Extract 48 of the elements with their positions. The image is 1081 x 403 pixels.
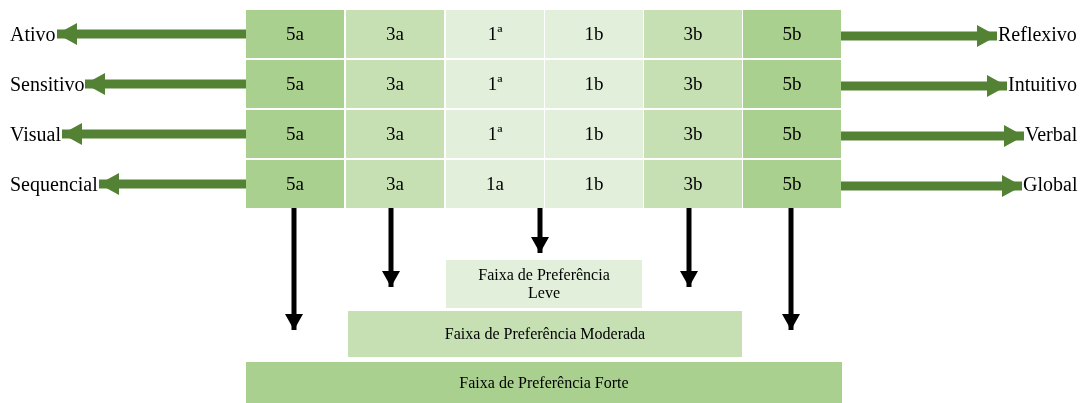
arrow — [62, 123, 246, 145]
table-cell: 5a — [246, 110, 344, 158]
table-cell: 3a — [346, 110, 444, 158]
arrow — [99, 173, 246, 195]
table-cell: 5a — [246, 60, 344, 108]
table-cell: 3b — [644, 160, 742, 208]
table-cell: 5b — [743, 60, 841, 108]
arrow — [285, 208, 303, 330]
preference-band: Faixa de Preferência Leve — [446, 260, 642, 308]
table-cell: 3a — [346, 160, 444, 208]
table-cell: 1a — [446, 160, 544, 208]
table-cell: 5a — [246, 10, 344, 58]
style-label: Ativo — [10, 22, 56, 46]
preference-band: Faixa de Preferência Forte — [246, 362, 842, 403]
table-cell: 1ª — [446, 110, 544, 158]
table-cell: 3b — [644, 60, 742, 108]
table-cell: 3b — [644, 110, 742, 158]
arrow — [782, 208, 800, 330]
arrow — [382, 208, 400, 287]
table-cell: 1b — [545, 110, 643, 158]
table-cell: 3b — [644, 10, 742, 58]
arrow — [841, 125, 1024, 147]
style-label: Global — [1023, 172, 1078, 196]
table-cell: 1ª — [446, 60, 544, 108]
table-cell: 1ª — [446, 10, 544, 58]
arrow — [841, 25, 997, 47]
table-cell: 1b — [545, 10, 643, 58]
style-label: Sensitivo — [10, 72, 85, 96]
style-label: Reflexivo — [998, 22, 1077, 46]
arrow — [680, 208, 698, 287]
table-cell: 5b — [743, 10, 841, 58]
table-cell: 1b — [545, 60, 643, 108]
style-label: Verbal — [1025, 122, 1078, 146]
arrow — [57, 23, 246, 45]
style-label: Intuitivo — [1008, 72, 1077, 96]
table-cell: 1b — [545, 160, 643, 208]
arrow — [841, 75, 1007, 97]
style-label: Visual — [10, 122, 61, 146]
table-cell: 5b — [743, 160, 841, 208]
arrow — [531, 208, 549, 253]
table-cell: 3a — [346, 60, 444, 108]
arrow — [85, 73, 246, 95]
arrow — [841, 175, 1022, 197]
table-cell: 5a — [246, 160, 344, 208]
table-cell: 5b — [743, 110, 841, 158]
table-cell: 3a — [346, 10, 444, 58]
style-label: Sequencial — [10, 172, 98, 196]
preference-band: Faixa de Preferência Moderada — [348, 311, 742, 357]
